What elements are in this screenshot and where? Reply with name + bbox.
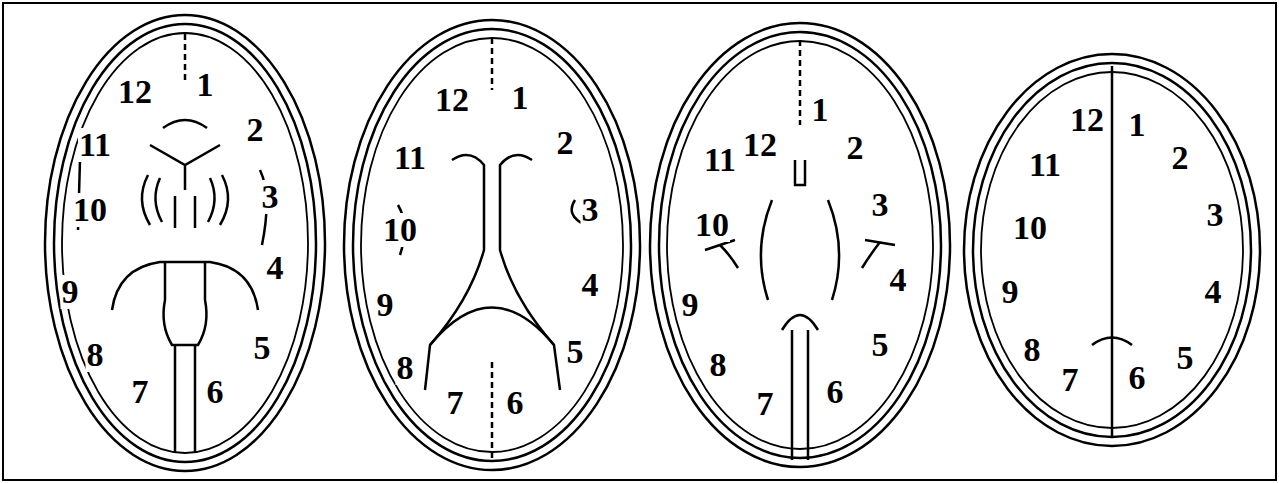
slice-1 bbox=[45, 15, 325, 471]
frame bbox=[3, 3, 1276, 480]
callout-number: 3 bbox=[581, 193, 600, 227]
callout-number: 8 bbox=[396, 351, 415, 385]
callout-number: 3 bbox=[871, 188, 890, 222]
callout-number: 10 bbox=[382, 213, 418, 247]
callout-number: 6 bbox=[826, 375, 845, 409]
callout-number: 5 bbox=[566, 335, 585, 369]
callout-number: 2 bbox=[556, 126, 575, 160]
callout-number: 12 bbox=[117, 75, 153, 109]
callout-number: 3 bbox=[261, 180, 280, 214]
callout-number: 10 bbox=[694, 208, 730, 242]
callout-number: 9 bbox=[376, 288, 395, 322]
callout-number: 1 bbox=[1128, 108, 1147, 142]
callout-number: 1 bbox=[196, 68, 215, 102]
callout-number: 10 bbox=[1012, 211, 1048, 245]
slice-4 bbox=[964, 54, 1260, 446]
callout-number: 1 bbox=[811, 93, 830, 127]
callout-number: 12 bbox=[742, 128, 778, 162]
callout-number: 2 bbox=[1171, 141, 1190, 175]
slice-3 bbox=[650, 23, 950, 467]
callout-number: 12 bbox=[434, 83, 470, 117]
callout-number: 5 bbox=[871, 328, 890, 362]
callout-number: 3 bbox=[1206, 198, 1225, 232]
callout-number: 8 bbox=[1023, 333, 1042, 367]
callout-number: 11 bbox=[393, 141, 427, 175]
callout-number: 5 bbox=[253, 331, 272, 365]
slice-2 bbox=[344, 20, 640, 470]
callout-number: 11 bbox=[1028, 148, 1062, 182]
callout-number: 6 bbox=[506, 386, 525, 420]
callout-number: 6 bbox=[206, 375, 225, 409]
callout-number: 7 bbox=[1061, 363, 1080, 397]
callout-number: 4 bbox=[266, 251, 285, 285]
callout-number: 2 bbox=[846, 131, 865, 165]
callout-number: 8 bbox=[709, 348, 728, 382]
callout-number: 12 bbox=[1069, 103, 1105, 137]
callout-number: 1 bbox=[511, 81, 530, 115]
callout-number: 9 bbox=[681, 288, 700, 322]
callout-number: 4 bbox=[889, 263, 908, 297]
callout-number: 7 bbox=[756, 387, 775, 421]
callout-number: 7 bbox=[446, 386, 465, 420]
callout-number: 2 bbox=[246, 113, 265, 147]
callout-number: 4 bbox=[1204, 275, 1223, 309]
callout-number: 7 bbox=[131, 375, 150, 409]
callout-number: 9 bbox=[1001, 275, 1020, 309]
callout-number: 11 bbox=[703, 143, 737, 177]
callout-number: 10 bbox=[72, 193, 108, 227]
callout-number: 8 bbox=[86, 338, 105, 372]
callout-number: 11 bbox=[78, 128, 112, 162]
callout-number: 4 bbox=[581, 268, 600, 302]
callout-number: 6 bbox=[1128, 361, 1147, 395]
callout-number: 9 bbox=[61, 275, 80, 309]
callout-number: 5 bbox=[1176, 341, 1195, 375]
